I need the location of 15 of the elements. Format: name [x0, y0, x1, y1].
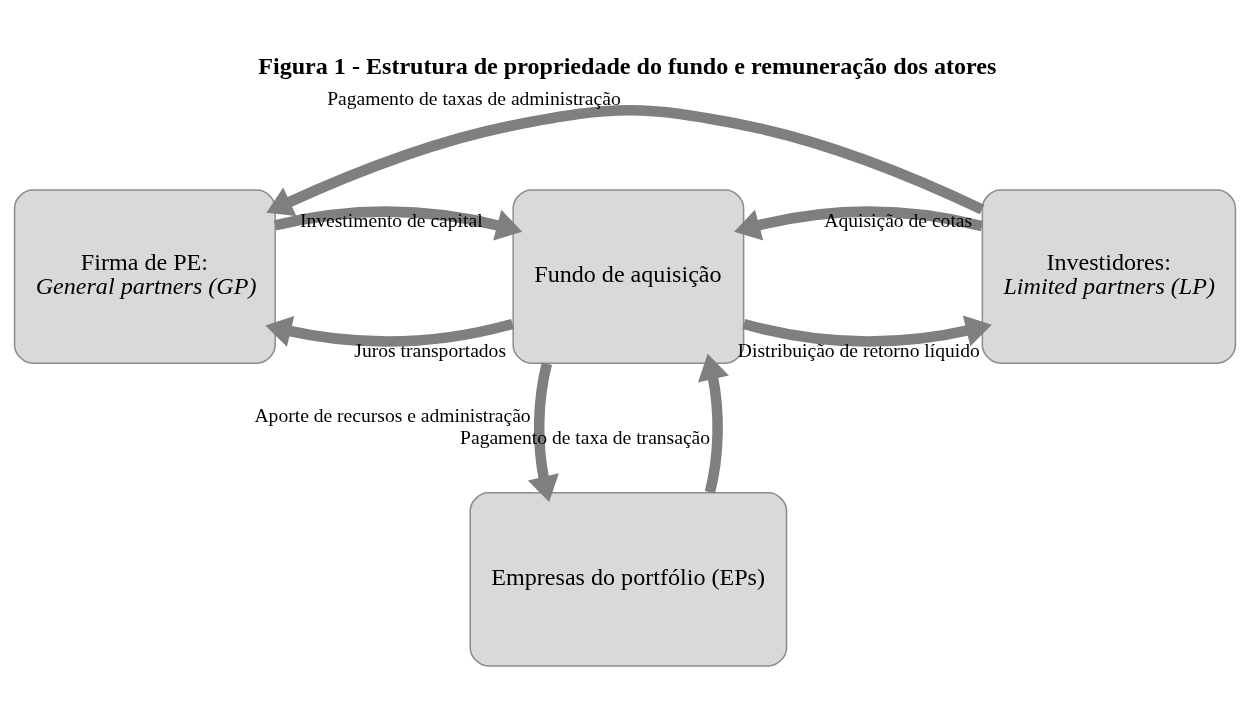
- edge-label: Pagamento de taxa de transação: [460, 426, 711, 448]
- arrow: [734, 205, 984, 240]
- node-box: Investidores: Limited partners (LP): [981, 188, 1237, 364]
- edge-label: Juros transportados: [354, 339, 507, 361]
- arrow: [527, 361, 559, 502]
- arrow: [742, 314, 992, 347]
- node-box: Empresas do portfólio (EPs): [469, 491, 788, 667]
- diagram-title: Figura 1 - Estrutura de propriedade do fundo e remuneração dos atores: [258, 52, 997, 79]
- arrow: [266, 104, 985, 216]
- arrow: [697, 353, 729, 493]
- edge-label: Pagamento de taxas de administração: [327, 87, 621, 109]
- node-box: Firma de PE: General partners (GP): [13, 188, 276, 364]
- edge-label: Aporte de recursos e administração: [254, 404, 531, 426]
- arrow: [265, 315, 514, 347]
- arrow: [274, 205, 523, 240]
